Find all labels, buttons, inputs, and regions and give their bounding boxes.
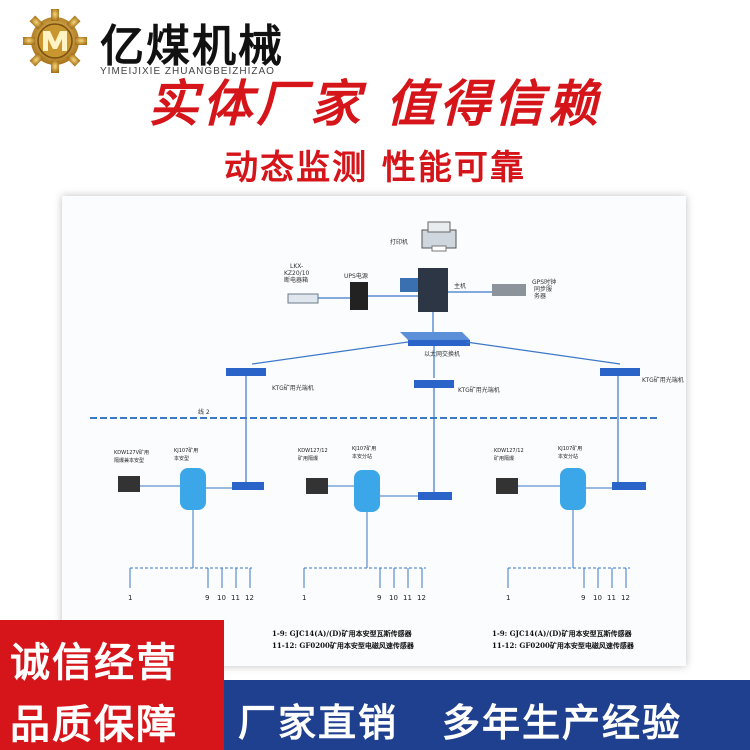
svg-text:1-9: GJC14(A)/(D)矿用本安型瓦斯传感器: 1-9: GJC14(A)/(D)矿用本安型瓦斯传感器 <box>272 629 413 638</box>
printer-label: 打印机 <box>390 238 408 246</box>
sensor-numbers-right: 1 9 10 11 12 <box>506 594 630 602</box>
svg-text:11: 11 <box>607 594 616 602</box>
ups-icon <box>350 282 368 310</box>
svg-text:矿用隔爆: 矿用隔爆 <box>298 455 318 462</box>
badge-line-1: 诚信经营 <box>10 640 178 686</box>
sensor-numbers-left: 1 9 10 11 12 <box>128 594 254 602</box>
svg-text:KJ107矿用: KJ107矿用 <box>558 445 582 452</box>
svg-text:本安分站: 本安分站 <box>558 453 578 460</box>
substation-unit-icon <box>180 468 206 510</box>
slogan-experience: 多年生产经验 <box>442 701 683 745</box>
sub-switch-label-mid: KTG矿用光端机 <box>458 386 500 394</box>
host-label: 主机 <box>454 282 466 290</box>
drop-lines <box>245 376 619 492</box>
svg-text:KDW127V矿用: KDW127V矿用 <box>114 449 149 456</box>
substation-unit-icon <box>354 470 380 512</box>
svg-text:9: 9 <box>205 594 209 602</box>
sub-switch-label-left: KTG矿用光端机 <box>272 384 314 392</box>
svg-text:1-9: GJC14(A)/(D)矿用本安型瓦斯传感器: 1-9: GJC14(A)/(D)矿用本安型瓦斯传感器 <box>492 629 633 638</box>
brand-name: 亿煤机械 <box>100 21 284 72</box>
svg-text:11-12: GF0200矿用本安型电磁风速传感器: 11-12: GF0200矿用本安型电磁风速传感器 <box>272 641 415 650</box>
sub-switch-label-right: KTG矿用光端机 <box>642 376 684 384</box>
svg-text:12: 12 <box>417 594 426 602</box>
power-box-icon <box>306 478 328 494</box>
host-computer-icon <box>400 268 448 312</box>
ups-label: UPS电源 <box>344 272 368 280</box>
legend-mid: 1-9: GJC14(A)/(D)矿用本安型瓦斯传感器 11-12: GF020… <box>272 629 415 650</box>
svg-text:11: 11 <box>403 594 412 602</box>
optical-terminal-icon <box>232 482 264 490</box>
svg-text:10: 10 <box>389 594 398 602</box>
branch-lines <box>251 341 621 378</box>
svg-text:1: 1 <box>302 594 306 602</box>
svg-text:KDW127/12: KDW127/12 <box>298 448 328 454</box>
substation-unit-icon <box>560 468 586 510</box>
brand-subtitle: YIMEIJIXIE ZHUANGBEIZHIZAO <box>100 66 275 77</box>
power-box-icon <box>118 476 140 492</box>
gps-server-icon <box>492 284 526 296</box>
sensor-numbers-mid: 1 9 10 11 12 <box>302 594 426 602</box>
substation-right <box>496 468 646 569</box>
headline: 实体厂家 值得信赖 <box>148 75 602 133</box>
svg-text:KJ107矿用: KJ107矿用 <box>174 447 198 454</box>
svg-text:11: 11 <box>231 594 240 602</box>
ring-line-label: 线 2 <box>198 408 210 416</box>
ethernet-switch-icon <box>400 332 470 346</box>
badge-line-2: 品质保障 <box>10 702 178 748</box>
svg-text:KDW127/12: KDW127/12 <box>494 448 524 454</box>
header-bar: 亿煤机械 YIMEIJIXIE ZHUANGBEIZHIZAO <box>0 0 750 77</box>
slogan-direct-sale: 厂家直销 <box>238 701 399 745</box>
gps-server-label: GPS时钟同步服务器 <box>532 278 556 300</box>
svg-text:矿用隔爆: 矿用隔爆 <box>494 455 514 462</box>
svg-text:10: 10 <box>217 594 226 602</box>
substation-group <box>118 468 646 569</box>
svg-text:12: 12 <box>245 594 254 602</box>
substation-left <box>118 468 264 569</box>
svg-text:KJ107矿用: KJ107矿用 <box>352 445 376 452</box>
optical-terminal-icon <box>418 492 452 500</box>
svg-text:12: 12 <box>621 594 630 602</box>
integrity-badge: 诚信经营 品质保障 <box>0 620 224 750</box>
power-box-icon <box>496 478 518 494</box>
svg-text:9: 9 <box>377 594 381 602</box>
sub-switch-icons <box>226 368 640 388</box>
svg-text:11-12: GF0200矿用本安型电磁风速传感器: 11-12: GF0200矿用本安型电磁风速传感器 <box>492 641 635 650</box>
optical-terminal-icon <box>612 482 646 490</box>
svg-text:1: 1 <box>506 594 510 602</box>
bottom-slogan-bar: 厂家直销 多年生产经验 <box>224 680 750 750</box>
substation-mid <box>304 470 452 569</box>
svg-text:本安分站: 本安分站 <box>352 453 372 460</box>
top-connections <box>318 291 492 332</box>
printer-icon <box>421 221 457 252</box>
switch-label: 以太网交换机 <box>424 350 460 358</box>
company-gear-logo-icon <box>23 9 87 73</box>
sensor-taps <box>129 568 627 588</box>
legend-right: 1-9: GJC14(A)/(D)矿用本安型瓦斯传感器 11-12: GF020… <box>492 629 635 650</box>
svg-text:1: 1 <box>128 594 132 602</box>
subheadline: 动态监测 性能可靠 <box>224 148 526 188</box>
svg-text:隔爆兼本安型: 隔爆兼本安型 <box>114 457 144 464</box>
svg-text:本安型: 本安型 <box>174 455 189 462</box>
breaker-box-icon <box>287 293 319 304</box>
svg-text:10: 10 <box>593 594 602 602</box>
svg-text:9: 9 <box>581 594 585 602</box>
